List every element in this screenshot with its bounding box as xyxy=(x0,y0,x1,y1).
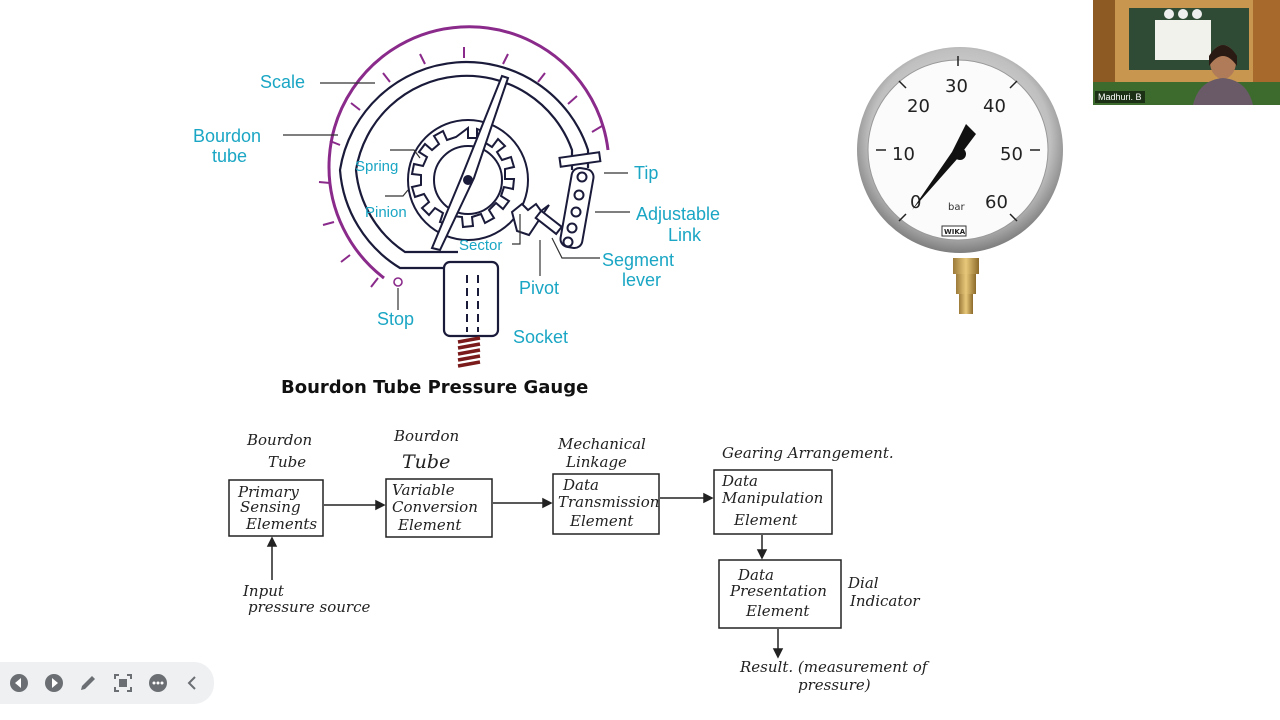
pressure-gauge-photo: 0 10 20 30 40 50 60 bar WIKA xyxy=(857,47,1063,314)
pen-icon[interactable] xyxy=(75,670,101,696)
pointer-needle xyxy=(430,74,510,252)
dial-brand: WIKA xyxy=(944,228,966,236)
dial-number-10: 10 xyxy=(892,144,915,165)
label-segment-lever-line1: Segment xyxy=(602,250,674,270)
webcam-participant-name: Madhuri. B xyxy=(1095,91,1145,103)
block4-line3: Element xyxy=(733,511,798,529)
block4-line1: Data xyxy=(721,472,758,490)
input-label-line2: pressure source xyxy=(248,598,370,616)
block1-note-line2: Tube xyxy=(268,453,306,471)
block-data-presentation: Data Presentation Element Dial Indicator xyxy=(718,559,920,629)
block5-note-line2: Indicator xyxy=(849,592,920,610)
label-pinion: Pinion xyxy=(365,204,407,221)
label-bourdon-tube-line2: tube xyxy=(212,146,247,166)
presentation-toolbar xyxy=(0,662,214,704)
dial-number-50: 50 xyxy=(1000,144,1023,165)
tube-tip xyxy=(558,151,602,168)
dial-number-40: 40 xyxy=(983,96,1006,117)
block-variable-conversion: Variable Conversion Element Bourdon Tube xyxy=(385,427,493,538)
label-bourdon-tube-line1: Bourdon xyxy=(193,126,261,146)
diagram-title: Bourdon Tube Pressure Gauge xyxy=(281,377,588,398)
stop-pin xyxy=(393,277,403,287)
block-primary-sensing: Primary Sensing Elements Bourdon Tube xyxy=(228,431,324,537)
block3-line2: Transmission xyxy=(558,493,659,511)
pinion-gear xyxy=(407,119,529,241)
bourdon-tube-outer xyxy=(338,60,590,270)
input-label-line1: Input xyxy=(242,582,285,600)
label-stop: Stop xyxy=(377,309,414,329)
block5-line3: Element xyxy=(745,602,810,620)
next-slide-icon[interactable] xyxy=(41,670,67,696)
label-socket: Socket xyxy=(513,327,568,347)
label-sector: Sector xyxy=(459,237,502,254)
label-segment-lever-line2: lever xyxy=(622,270,661,290)
dial-number-20: 20 xyxy=(907,96,930,117)
webcam-tile: Madhuri. B xyxy=(1093,0,1280,105)
block5-note-line1: Dial xyxy=(847,574,879,592)
scale-ticks xyxy=(318,47,603,288)
label-tip: Tip xyxy=(634,163,658,183)
block-data-transmission: Data Transmission Element Mechanical Lin… xyxy=(552,435,660,535)
block2-line2: Conversion xyxy=(392,498,478,516)
dial-number-30: 30 xyxy=(945,76,968,97)
socket xyxy=(442,260,500,368)
webcam-video xyxy=(1093,0,1280,105)
block2-note-line1: Bourdon xyxy=(393,427,459,445)
leader-lines xyxy=(283,82,630,310)
block3-note-line1: Mechanical xyxy=(557,435,646,453)
result-label-line1: Result. (measurement of xyxy=(739,658,930,676)
block1-line2: Sensing xyxy=(240,498,301,516)
label-spring: Spring xyxy=(355,158,398,175)
collapse-icon[interactable] xyxy=(179,670,205,696)
dial-unit: bar xyxy=(948,202,965,213)
block3-line3: Element xyxy=(569,512,634,530)
bourdon-gauge-diagram: Scale Bourdon tube Spring Pinion Sector … xyxy=(193,25,720,398)
zoom-icon[interactable] xyxy=(110,670,136,696)
block3-note-line2: Linkage xyxy=(565,453,627,471)
block4-note: Gearing Arrangement. xyxy=(722,444,894,462)
scale-arc xyxy=(327,25,610,280)
block1-line3: Elements xyxy=(245,515,317,533)
block2-line1: Variable xyxy=(392,481,455,499)
block5-line1: Data xyxy=(737,566,774,584)
segment-lever xyxy=(534,209,564,236)
more-icon[interactable] xyxy=(145,670,171,696)
label-adjustable-link-line2: Link xyxy=(668,225,702,245)
bourdon-tube-inner xyxy=(354,74,574,254)
block2-line3: Element xyxy=(397,516,462,534)
block1-note-line1: Bourdon xyxy=(246,431,312,449)
block-data-manipulation: Data Manipulation Element Gearing Arrang… xyxy=(713,444,894,535)
block4-line2: Manipulation xyxy=(721,489,823,507)
adjustable-link xyxy=(559,166,595,250)
label-adjustable-link-line1: Adjustable xyxy=(636,204,720,224)
block-arrows xyxy=(266,492,784,659)
block5-line2: Presentation xyxy=(729,582,827,600)
dial-number-60: 60 xyxy=(985,192,1008,213)
block-diagram: Primary Sensing Elements Bourdon Tube Va… xyxy=(228,427,930,694)
dial-needle xyxy=(912,124,976,210)
prev-slide-icon[interactable] xyxy=(6,670,32,696)
block3-line1: Data xyxy=(562,476,599,494)
block2-note-line2: Tube xyxy=(402,451,450,473)
dial-number-0: 0 xyxy=(910,192,921,213)
label-pivot: Pivot xyxy=(519,278,559,298)
result-label-line2: pressure) xyxy=(798,676,871,694)
block1-line1: Primary xyxy=(237,483,299,501)
dial-ticks xyxy=(876,56,1040,222)
label-scale: Scale xyxy=(260,72,305,92)
